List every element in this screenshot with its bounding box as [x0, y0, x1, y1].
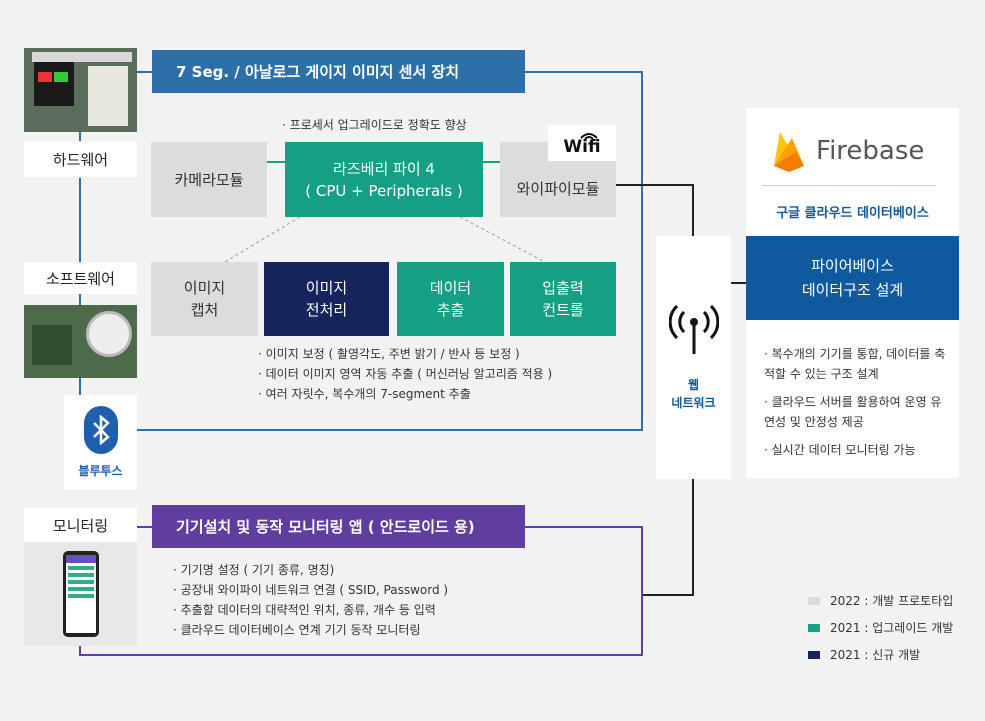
proc-label: 캡처 — [190, 301, 219, 319]
web-network-box: 웹 네트워크 — [656, 236, 731, 479]
legend: 2022 : 개발 프로토타입 2021 : 업그레이드 개발 2021 : 신… — [808, 592, 953, 673]
bullet-item: · 복수개의 기기를 통합, 데이터를 축적할 수 있는 구조 설계 — [764, 347, 946, 381]
note-item: 여러 자릿수, 복수개의 7-segment 추출 — [258, 384, 552, 404]
proc-label: 데이터 — [429, 279, 472, 297]
raspberry-pi-box: 라즈베리 파이 4 ( CPU + Peripherals ) — [285, 142, 483, 217]
proc-label: 추출 — [436, 301, 465, 319]
firebase-flame-icon — [774, 132, 804, 172]
legend-item: 2022 : 개발 프로토타입 — [808, 592, 953, 609]
sensor-device-banner: 7 Seg. / 아날로그 게이지 이미지 센서 장치 — [152, 50, 525, 93]
software-photo — [24, 305, 137, 378]
image-preprocess-box: 이미지 전처리 — [264, 262, 389, 336]
hardware-label: 하드웨어 — [24, 141, 137, 177]
wifi-logo-text: Wifi — [563, 137, 601, 157]
bullet-item: · 실시간 데이터 모니터링 가능 — [764, 443, 916, 457]
design-label: 데이터구조 설계 — [801, 281, 904, 299]
firebase-subtitle: 구글 클라우드 데이터베이스 — [776, 206, 929, 221]
firebase-logo-text: Firebase — [816, 136, 925, 166]
proc-label: 컨트롤 — [542, 301, 584, 319]
legend-item: 2021 : 업그레이드 개발 — [808, 619, 953, 636]
firebase-design-box: 파이어베이스 데이터구조 설계 — [746, 236, 959, 320]
design-label: 파이어베이스 — [811, 257, 894, 275]
web-network-label: 웹 — [687, 377, 700, 392]
note-item: 공장내 와이파이 네트워크 연결 ( SSID, Password ) — [173, 580, 448, 600]
web-network-label: 네트워크 — [671, 395, 716, 410]
proc-label: 전처리 — [305, 301, 348, 319]
bluetooth-label: 블루투스 — [78, 464, 123, 478]
rpi-title: 라즈베리 파이 4 — [333, 159, 435, 178]
app-banner: 기기설치 및 동작 모니터링 앱 ( 안드로이드 용) — [152, 505, 525, 548]
divider — [762, 185, 936, 186]
legend-item: 2021 : 신규 개발 — [808, 646, 953, 663]
wifi-logo: Wifi — [548, 125, 616, 161]
processing-notes: 이미지 보정 ( 촬영각도, 주변 밝기 / 반사 등 보정 ) 데이터 이미지… — [258, 344, 553, 404]
software-label: 소프트웨어 — [24, 262, 137, 294]
image-capture-box: 이미지 캡처 — [151, 262, 258, 336]
note-item: 추출할 데이터의 대략적인 위치, 종류, 개수 등 입력 — [173, 600, 448, 620]
bluetooth-icon — [83, 406, 118, 454]
bluetooth-box: 블루투스 — [64, 395, 137, 490]
firebase-bullets: · 복수개의 기기를 통합, 데이터를 축적할 수 있는 구조 설계 · 클라우… — [746, 320, 959, 478]
note-item: 데이터 이미지 영역 자동 추출 ( 머신러닝 알고리즘 적용 ) — [258, 364, 553, 384]
note-item: 클라우드 데이터베이스 연계 기기 동작 모니터링 — [173, 620, 448, 640]
upgrade-note: · 프로세서 업그레이드로 정확도 향상 — [282, 118, 467, 132]
hardware-photo — [24, 48, 137, 132]
app-notes: 기기명 설정 ( 기기 종류, 명칭) 공장내 와이파이 네트워크 연결 ( S… — [173, 560, 448, 640]
bullet-item: · 클라우드 서버를 활용하여 운영 유연성 및 안정성 제공 — [764, 395, 942, 429]
data-extract-box: 데이터 추출 — [397, 262, 504, 336]
wifi-icon — [580, 133, 598, 139]
io-control-box: 입출력 컨트롤 — [510, 262, 616, 336]
note-item: 기기명 설정 ( 기기 종류, 명칭) — [173, 560, 448, 580]
rpi-subtitle: ( CPU + Peripherals ) — [305, 181, 463, 200]
antenna-icon — [668, 304, 719, 354]
monitoring-label: 모니터링 — [24, 508, 137, 542]
proc-label: 이미지 — [183, 279, 226, 297]
firebase-card: Firebase 구글 클라우드 데이터베이스 — [746, 108, 959, 236]
note-item: 이미지 보정 ( 촬영각도, 주변 밝기 / 반사 등 보정 ) — [258, 344, 552, 364]
phone-image — [24, 542, 137, 646]
firebase-logo: Firebase — [772, 130, 924, 172]
proc-label: 입출력 — [542, 279, 584, 297]
camera-module-box: 카메라모듈 — [151, 142, 267, 217]
proc-label: 이미지 — [305, 279, 348, 297]
